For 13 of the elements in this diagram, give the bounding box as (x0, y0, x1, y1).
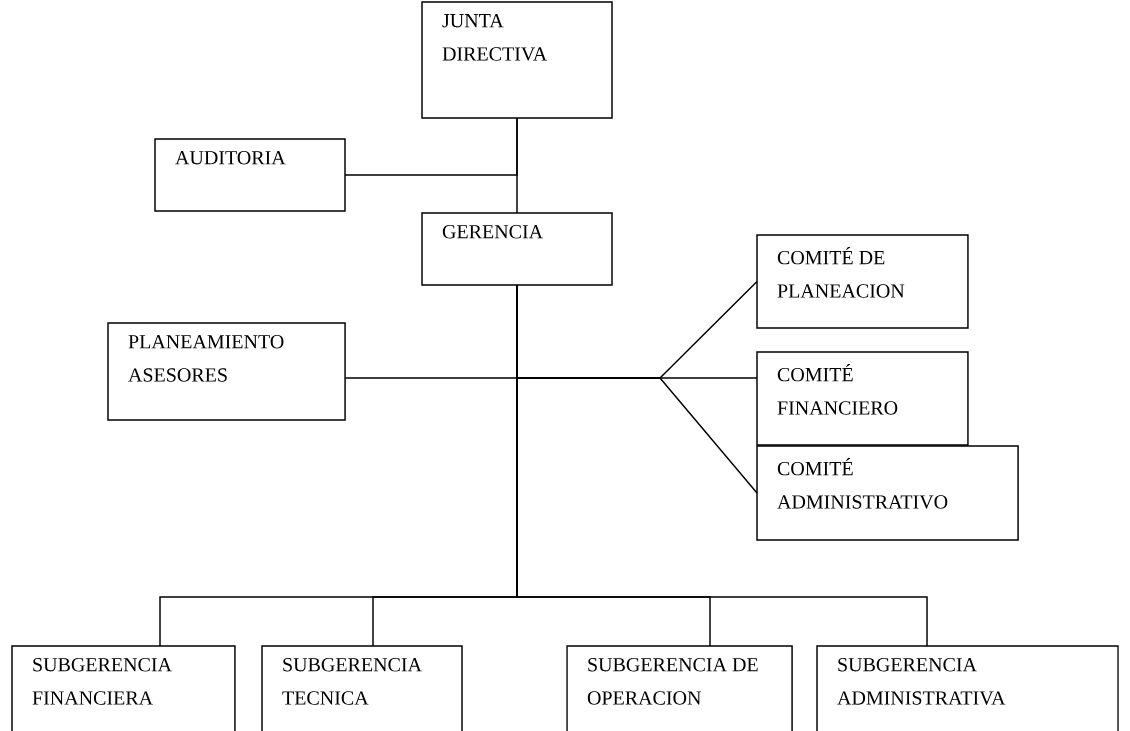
org-box: GERENCIA (421, 212, 613, 286)
org-box: COMITÉ DE PLANEACION (756, 234, 969, 329)
connector-line (516, 284, 928, 647)
org-box: COMITÉ FINANCIERO (756, 351, 969, 446)
org-box: SUBGERENCIA TECNICA (261, 645, 463, 731)
org-box: AUDITORIA (154, 138, 346, 212)
connector-line (344, 117, 518, 176)
org-box: PLANEAMIENTO ASESORES (107, 322, 346, 421)
org-box: SUBGERENCIA ADMINISTRATIVA (816, 645, 1119, 731)
org-box: COMITÉ ADMINISTRATIVO (756, 445, 1019, 541)
org-box: SUBGERENCIA FINANCIERA (11, 645, 236, 731)
org-box: JUNTA DIRECTIVA (421, 1, 613, 119)
org-box: SUBGERENCIA DE OPERACION (566, 645, 793, 731)
